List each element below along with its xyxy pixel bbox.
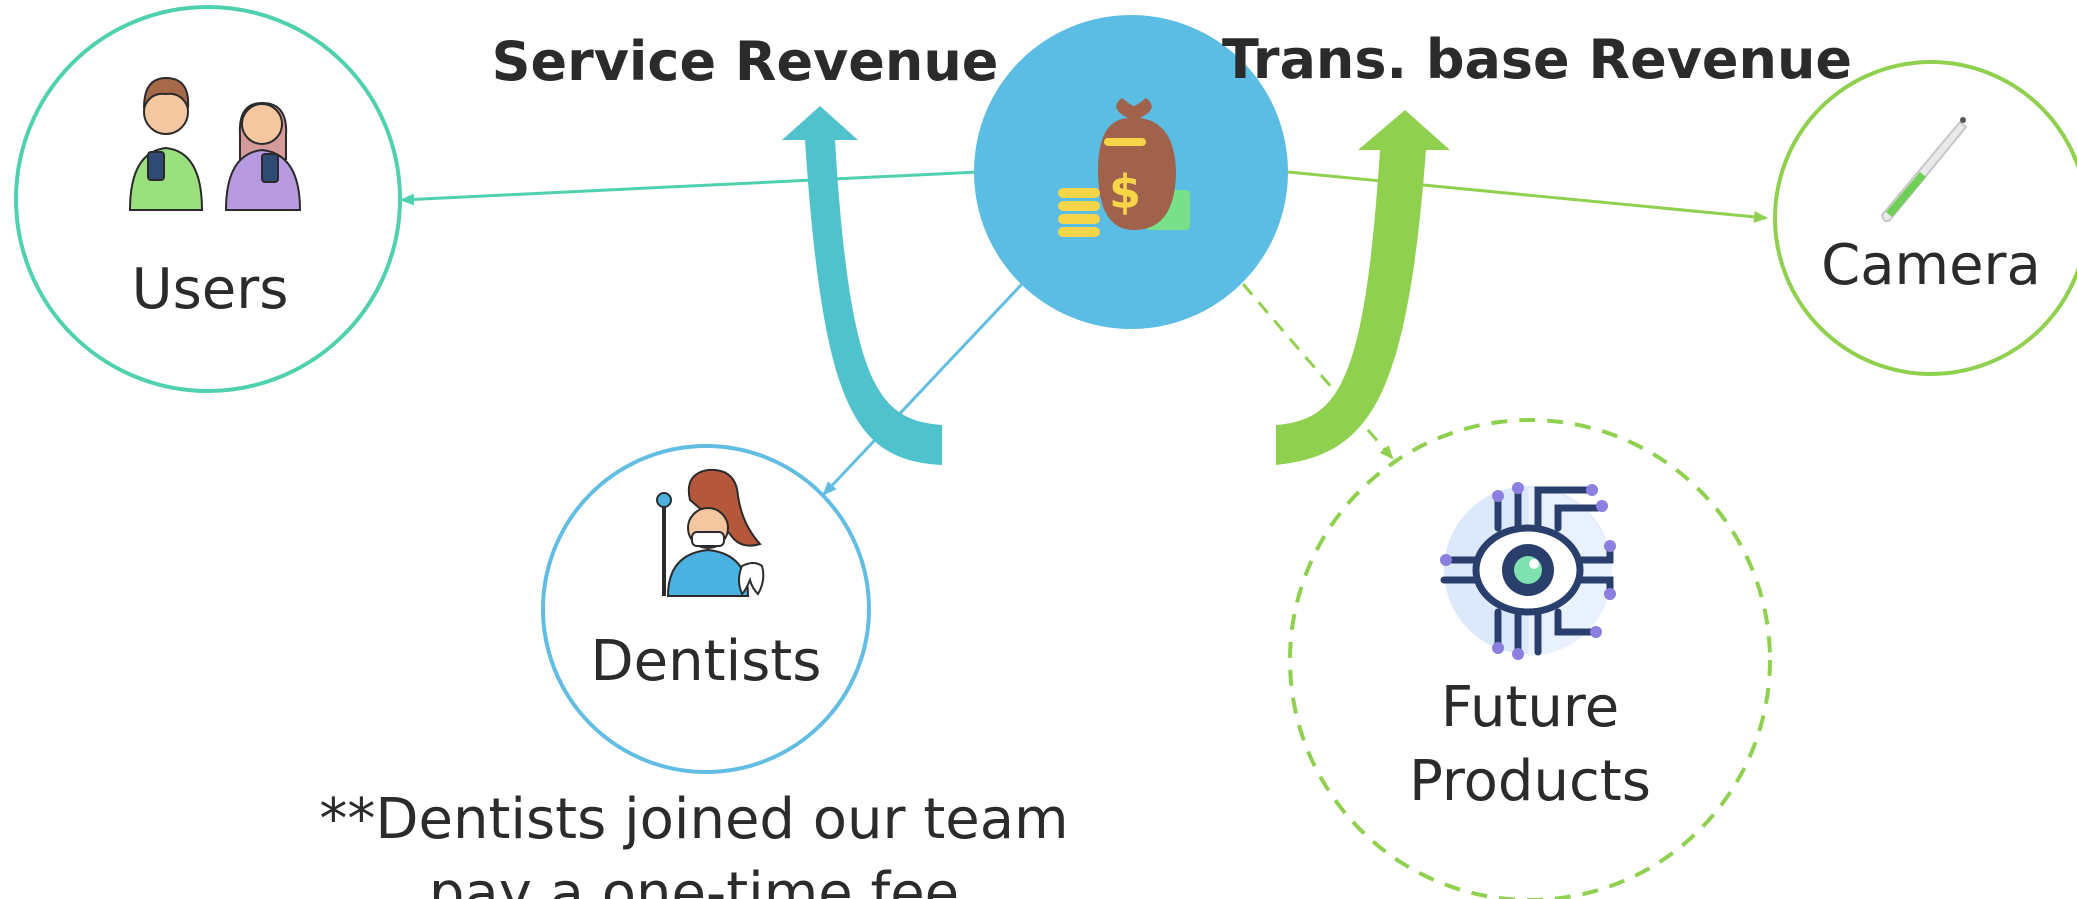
users-label: Users — [132, 257, 289, 322]
future-products-label-line1: Future — [1441, 675, 1619, 740]
users-with-phones-icon — [128, 76, 302, 211]
users-node[interactable]: Users — [14, 5, 402, 393]
service-revenue-arrow — [782, 106, 942, 465]
dentist-icon — [656, 468, 765, 597]
intraoral-camera-icon — [1880, 117, 1968, 223]
camera-node[interactable]: Camera — [1773, 60, 2077, 376]
camera-label: Camera — [1821, 233, 2041, 298]
service-revenue-heading: Service Revenue — [492, 30, 999, 93]
hub-to-camera-arrow — [1287, 170, 1768, 223]
trans-base-revenue-arrow — [1276, 110, 1450, 465]
hub-to-dentists-arrow — [822, 282, 1024, 496]
hub-to-users-arrow — [400, 170, 979, 206]
trans-base-revenue-heading: Trans. base Revenue — [1222, 28, 1852, 91]
dentists-node[interactable]: Dentists — [541, 444, 871, 774]
ai-eye-chip-icon — [1440, 482, 1616, 660]
dentists-fee-note-line1: **Dentists joined our team — [319, 787, 1068, 852]
money-bag-icon: $ — [1058, 98, 1190, 237]
revenue-hub-node[interactable]: $ — [974, 15, 1288, 329]
dentists-label: Dentists — [591, 629, 822, 694]
svg-text:$: $ — [1109, 165, 1141, 219]
dentists-fee-note-line2: pay a one-time fee — [429, 861, 959, 899]
future-products-node[interactable]: Future Products — [1288, 418, 1772, 899]
future-products-label-line2: Products — [1409, 749, 1651, 814]
